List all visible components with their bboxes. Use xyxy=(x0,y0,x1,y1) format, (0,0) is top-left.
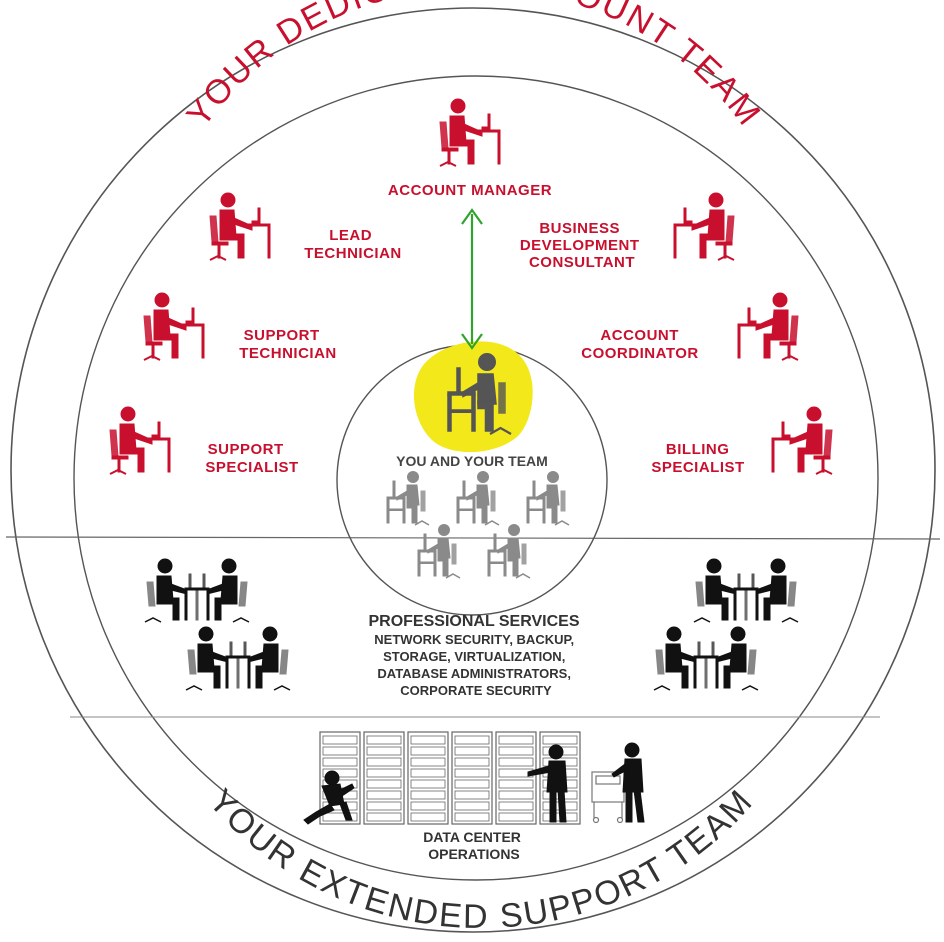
dedicated-team-title: YOUR DEDICATED ACCOUNT TEAM xyxy=(179,0,768,134)
data-center-label: DATA CENTER OPERATIONS xyxy=(423,829,525,862)
account-manager-label: ACCOUNT MANAGER xyxy=(388,182,552,199)
meeting-pair-icon xyxy=(693,558,799,623)
support-technician-label: SUPPORT TECHNICIAN xyxy=(239,327,337,362)
professional-services-title: PROFESSIONAL SERVICES xyxy=(368,613,579,630)
meeting-pair-icon xyxy=(185,626,291,691)
account-coordinator-label: ACCOUNT COORDINATOR xyxy=(581,327,698,362)
meeting-pair-icon xyxy=(144,558,250,623)
server-rack-icon xyxy=(451,731,493,825)
team-member-icon xyxy=(386,470,430,526)
account-manager-icon xyxy=(439,98,501,167)
team-member-icon xyxy=(456,470,500,526)
inner-ring xyxy=(73,75,879,881)
team-member-icon xyxy=(526,470,570,526)
account-coordinator-icon xyxy=(738,293,798,360)
connection-arrow-icon xyxy=(461,208,483,350)
lead-technician-icon xyxy=(209,192,271,261)
billing-specialist-icon xyxy=(772,407,832,474)
crouching-technician-icon xyxy=(303,770,355,825)
support-specialist-icon xyxy=(109,406,171,475)
team-member-icon xyxy=(487,523,531,579)
support-specialist-label: SUPPORT SPECIALIST xyxy=(205,441,298,476)
cart-technician-icon xyxy=(591,742,645,824)
your-team-label: YOU AND YOUR TEAM xyxy=(396,453,548,469)
professional-services-details: NETWORK SECURITY, BACKUP, STORAGE, VIRTU… xyxy=(374,632,577,698)
server-rack-icon xyxy=(495,731,537,825)
team-member-icon xyxy=(417,523,461,579)
services-divider-top xyxy=(5,536,941,540)
server-rack-icon xyxy=(363,731,405,825)
meeting-pair-icon xyxy=(653,626,759,691)
server-rack-icon xyxy=(407,731,449,825)
lead-technician-label: LEAD TECHNICIAN xyxy=(304,227,402,262)
technician-standing-icon xyxy=(527,744,568,823)
support-technician-icon xyxy=(143,292,205,361)
billing-specialist-label: BILLING SPECIALIST xyxy=(651,441,744,476)
outer-ring xyxy=(10,7,936,933)
business-development-icon xyxy=(674,193,734,260)
business-development-label: BUSINESS DEVELOPMENT CONSULTANT xyxy=(520,220,644,271)
